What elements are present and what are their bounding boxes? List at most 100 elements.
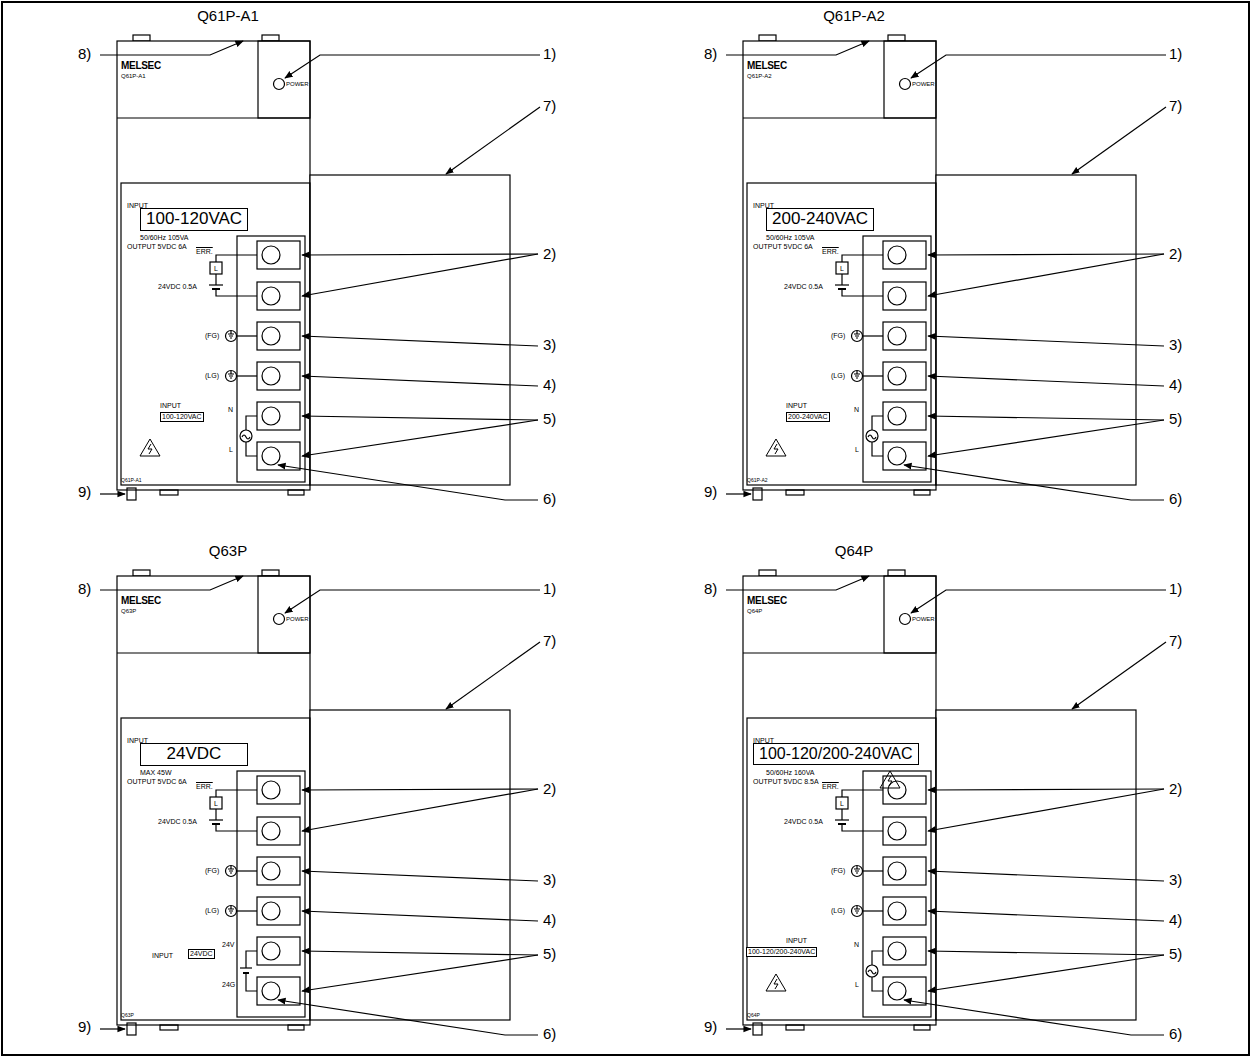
callout-number: 9) [704, 484, 717, 501]
terminal-label: N [854, 941, 859, 948]
ac-symbol [240, 416, 257, 456]
callout-number: 2) [1169, 246, 1182, 263]
terminal-label: (FG) [831, 867, 845, 874]
callout-number: 6) [1169, 491, 1182, 508]
model-label: Q63P [121, 1013, 134, 1018]
callout-number: 3) [543, 872, 556, 889]
input-rating: 200-240VAC [788, 413, 828, 420]
callout-number: 5) [1169, 411, 1182, 428]
callout-number: 9) [78, 1019, 91, 1036]
spec-label: 50/60Hz 160VA [766, 769, 815, 776]
led-label: POWER [286, 616, 309, 622]
callout-number: 2) [543, 781, 556, 798]
spec-label: OUTPUT 5VDC 6A [127, 778, 187, 785]
led-label: POWER [286, 81, 309, 87]
terminal-label: (LG) [831, 372, 845, 379]
callout-number: 6) [543, 1026, 556, 1043]
ac-symbol [866, 951, 883, 991]
spec-label: OUTPUT 5VDC 6A [753, 243, 813, 250]
input-rating-tag: 100-120VAC [160, 412, 204, 422]
input-rating-box: 100-120VAC [140, 208, 248, 231]
callout-number: 5) [543, 411, 556, 428]
callout-number: 5) [543, 946, 556, 963]
power-supply-module: Q64P MELSEC Q64P POWER INPUT 50/60Hz 160VA OUT… [743, 575, 936, 1025]
callout-number: 3) [1169, 872, 1182, 889]
callout-number: 9) [78, 484, 91, 501]
callout-number: 2) [1169, 781, 1182, 798]
terminal-label: (LG) [205, 372, 219, 379]
terminal-label: (LG) [205, 907, 219, 914]
terminal-label: (FG) [831, 332, 845, 339]
input-rating-box: 24VDC [140, 743, 248, 766]
callout-number: 7) [543, 98, 556, 115]
terminal-label: 24VDC 0.5A [158, 283, 197, 290]
module-name: Q61P-A2 [823, 8, 885, 23]
module-name: Q61P-A1 [197, 8, 259, 23]
input-rating: 100-120/200-240VAC [748, 948, 815, 955]
model-label: Q64P [747, 1013, 760, 1018]
callout-number: 7) [1169, 98, 1182, 115]
model-label: Q61P-A1 [121, 73, 146, 79]
brand-label: MELSEC [747, 596, 787, 606]
callout-number: 4) [543, 912, 556, 929]
spec-label: OUTPUT 5VDC 6A [127, 243, 187, 250]
callout-number: 1) [543, 46, 556, 63]
terminal-label: 24V [222, 941, 234, 948]
model-label: Q64P [747, 608, 762, 614]
input-rating: 100-120VAC [146, 209, 242, 228]
callout-number: 9) [704, 1019, 717, 1036]
power-module-drawing [726, 570, 1166, 1035]
callout-number: 1) [543, 581, 556, 598]
terminal-label: 24G [222, 981, 235, 988]
callout-number: 3) [543, 337, 556, 354]
power-module-drawing [100, 35, 540, 500]
callout-number: 7) [1169, 633, 1182, 650]
spec-label: MAX 45W [140, 769, 172, 776]
callout-number: 3) [1169, 337, 1182, 354]
input-rating: 100-120VAC [162, 413, 202, 420]
input-rating-tag: 200-240VAC [786, 412, 830, 422]
dc-symbol [240, 951, 257, 991]
warning-triangle [140, 439, 160, 456]
terminal-label: 24VDC 0.5A [784, 818, 823, 825]
terminal-label: N [228, 406, 233, 413]
terminal-label: ERR. [196, 248, 213, 255]
spec-label: OUTPUT 5VDC 8.5A [753, 778, 819, 785]
terminal-label: L [214, 265, 218, 272]
ac-symbol [866, 416, 883, 456]
terminal-label: INPUT [786, 937, 807, 944]
callout-number: 8) [78, 46, 91, 63]
terminal-label: L [840, 800, 844, 807]
model-label: Q61P-A2 [747, 73, 772, 79]
led-label: POWER [912, 616, 935, 622]
terminal-label: (LG) [831, 907, 845, 914]
model-label: Q61P-A2 [747, 478, 768, 483]
callout-number: 1) [1169, 46, 1182, 63]
power-module-drawing [100, 570, 540, 1035]
input-rating-box: 200-240VAC [766, 208, 874, 231]
terminal-label: L [855, 981, 859, 988]
module-name: Q63P [209, 543, 247, 558]
warning-triangle [880, 771, 900, 788]
power-supply-module: Q61P-A1MELSECQ61P-A1POWERINPUT50/60Hz 10… [117, 40, 310, 490]
terminal-label: L [229, 446, 233, 453]
terminal-label: ERR. [822, 248, 839, 255]
callout-number: 1) [1169, 581, 1182, 598]
power-supply-module: Q61P-A2MELSECQ61P-A2POWERINPUT50/60Hz 10… [743, 40, 936, 490]
terminal-label: L [855, 446, 859, 453]
brand-label: MELSEC [121, 61, 161, 71]
terminal-label: 24VDC 0.5A [158, 818, 197, 825]
warning-triangle [766, 439, 786, 456]
terminal-label: N [854, 406, 859, 413]
callout-number: 8) [704, 581, 717, 598]
terminal-label: L [214, 800, 218, 807]
terminal-label: INPUT [152, 952, 173, 959]
model-label: Q61P-A1 [121, 478, 142, 483]
callout-number: 4) [543, 377, 556, 394]
terminal-label: ERR. [822, 783, 839, 790]
terminal-label: 24VDC 0.5A [784, 283, 823, 290]
led-label: POWER [912, 81, 935, 87]
input-rating-box: 100-120/200-240VAC [753, 743, 919, 765]
